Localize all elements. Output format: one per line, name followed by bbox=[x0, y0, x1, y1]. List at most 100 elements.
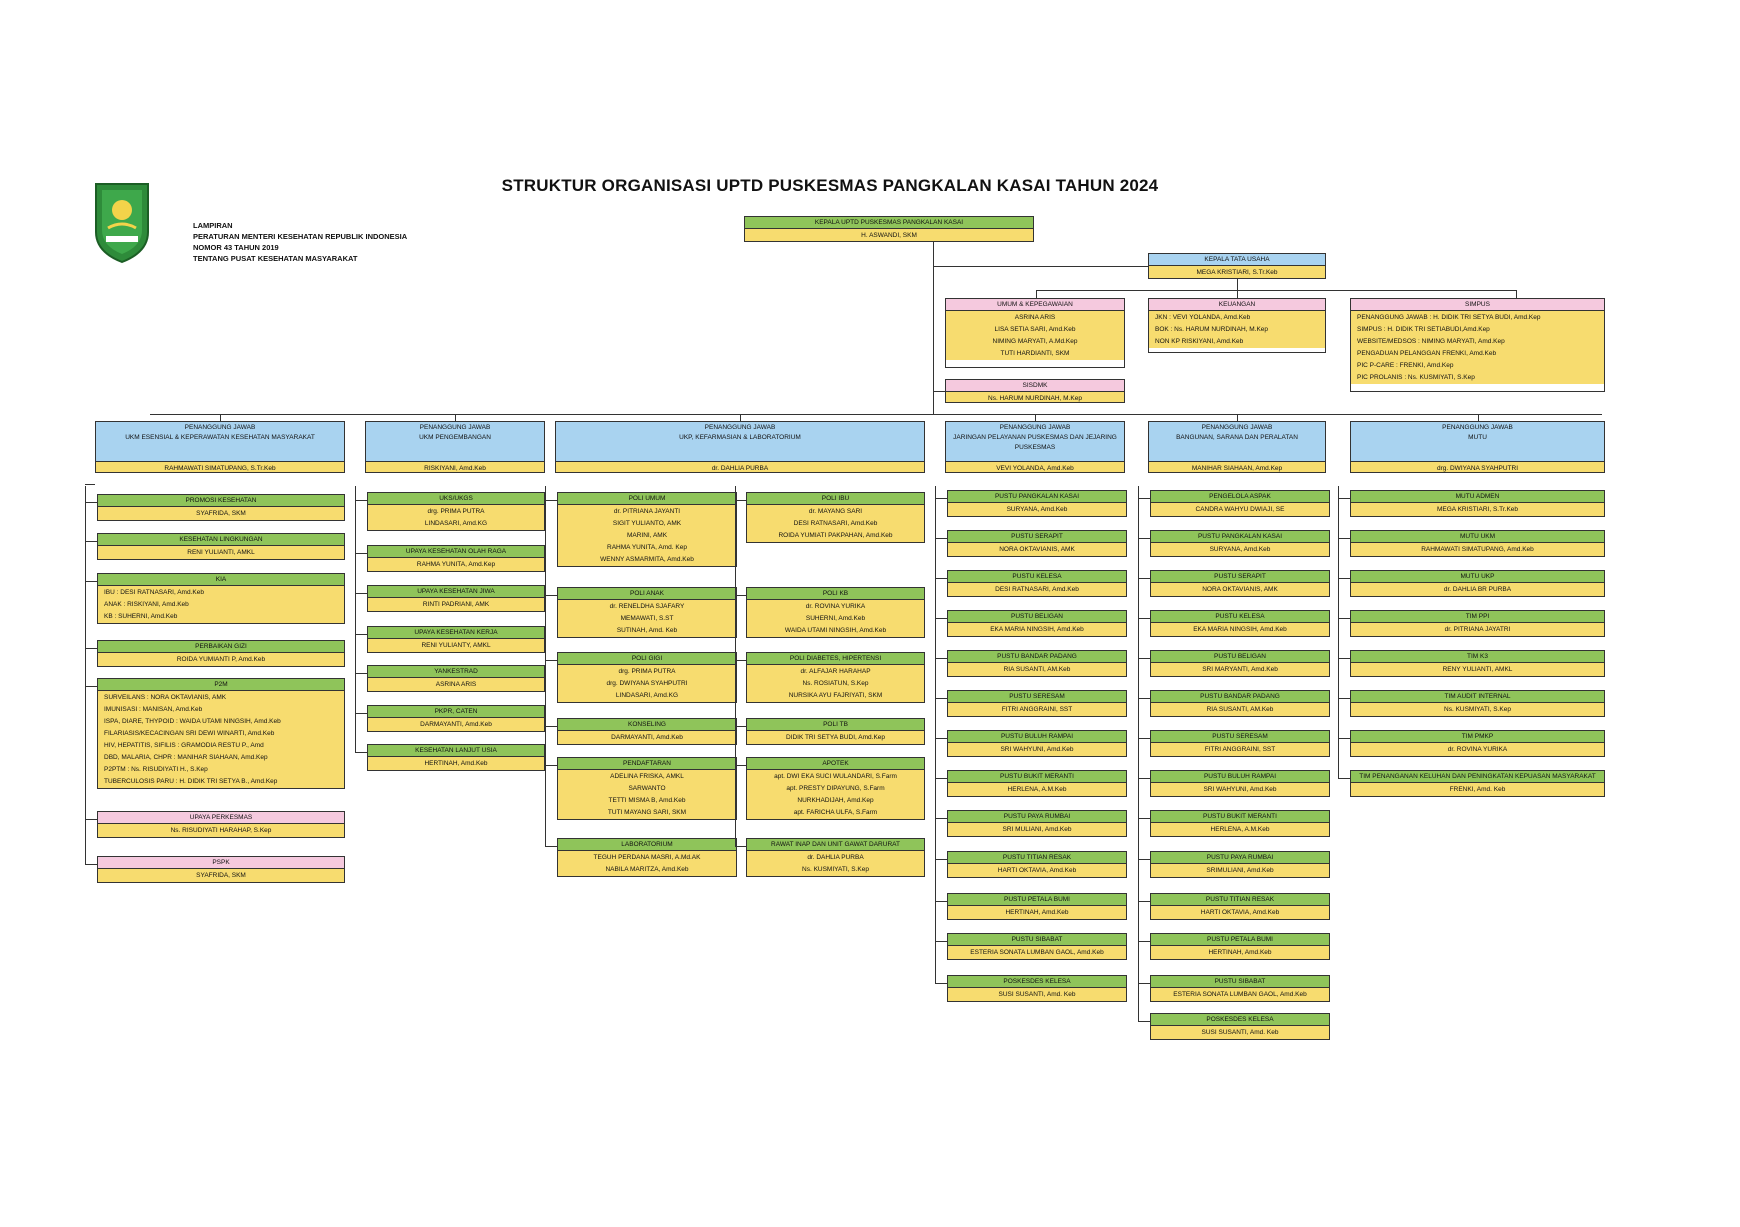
connector-line bbox=[935, 738, 947, 739]
unit-member: drg. PRIMA PUTRA bbox=[427, 508, 485, 515]
connector-line bbox=[935, 538, 947, 539]
unit-header: POLI GIGI bbox=[558, 653, 736, 665]
connector-line bbox=[935, 778, 947, 779]
unit-member: SRI WAHYUNI, Amd.Keb bbox=[1203, 786, 1277, 793]
keuangan-line: BOK : Ns. HARUM NURDINAH, M.Kep bbox=[1155, 326, 1269, 333]
unit-header: PUSTU BELIGAN bbox=[1151, 651, 1329, 663]
unit-member: RENI YULIANTY, AMKL bbox=[421, 642, 491, 649]
unit-member: SRI MARYANTI, Amd.Keb bbox=[1202, 666, 1278, 673]
unit-header: PUSTU SIBABAT bbox=[948, 934, 1126, 946]
unit-body: HERLENA, A.M.Keb bbox=[948, 783, 1126, 796]
unit-body: SYAFRIDA, SKM bbox=[98, 507, 344, 520]
lampiran-block: LAMPIRAN PERATURAN MENTERI KESEHATAN REP… bbox=[193, 220, 407, 264]
page-title: STRUKTUR ORGANISASI UPTD PUSKESMAS PANGK… bbox=[501, 176, 1159, 195]
connector-line bbox=[545, 765, 557, 766]
connector-line bbox=[545, 726, 557, 727]
unit-body: RENY YULIANTI, AMKL bbox=[1351, 663, 1604, 676]
simpus-line: SIMPUS : H. DIDIK TRI SETIABUDI,Amd.Kep bbox=[1357, 326, 1490, 333]
unit-member: DIDIK TRI SETYA BUDI, Amd.Kep bbox=[785, 734, 886, 741]
unit-member: ASRINA ARIS bbox=[435, 681, 477, 688]
unit-member: EKA MARIA NINGSIH, Amd.Keb bbox=[1193, 626, 1287, 633]
connector-line bbox=[935, 818, 947, 819]
connector-line bbox=[740, 414, 741, 421]
unit-member: apt. DWI EKA SUCI WULANDARI, S.Farm bbox=[774, 773, 897, 780]
unit-header: P2M bbox=[98, 679, 344, 691]
connector-line bbox=[935, 578, 947, 579]
pj-header: PENANGGUNG JAWAB UKP, KEFARMASIAN & LABOR… bbox=[556, 422, 924, 461]
connector-line bbox=[1477, 414, 1479, 421]
unit-member: TUBERCULOSIS PARU : H. DIDIK TRI SETYA B… bbox=[104, 778, 278, 785]
unit-member: dr. RENELDHA SJAFARY bbox=[609, 603, 685, 610]
unit-member: dr. PITRIANA JAYATRI bbox=[1444, 626, 1511, 633]
connector-line bbox=[1237, 279, 1238, 298]
unit-header: UPAYA KESEHATAN OLAH RAGA bbox=[368, 546, 544, 558]
unit-body: CANDRA WAHYU DWIAJI, SE bbox=[1151, 503, 1329, 516]
connector-line bbox=[935, 618, 947, 619]
unit-body: Ns. KUSMIYATI, S.Kep bbox=[1351, 703, 1604, 716]
connector-line bbox=[1138, 901, 1150, 902]
connector-line bbox=[85, 486, 86, 865]
unit-header: MUTU UKM bbox=[1351, 531, 1604, 543]
connector-line bbox=[1138, 578, 1150, 579]
connector-line bbox=[933, 266, 1148, 267]
pj-title: PENANGGUNG JAWAB bbox=[999, 424, 1071, 431]
unit-body: SYAFRIDA, SKM bbox=[98, 869, 344, 882]
connector-line bbox=[1138, 618, 1150, 619]
pj-subtitle: UKP, KEFARMASIAN & LABORATORIUM bbox=[679, 434, 801, 441]
pj-name: dr. DAHLIA PURBA bbox=[556, 461, 924, 472]
unit-header: TIM AUDIT INTERNAL bbox=[1351, 691, 1604, 703]
connector-line bbox=[933, 391, 945, 392]
sisdmk-name: Ns. HARUM NURDINAH, M.Kep bbox=[946, 392, 1124, 402]
unit-member: EKA MARIA NINGSIH, Amd.Keb bbox=[990, 626, 1084, 633]
connector-line bbox=[935, 859, 947, 860]
unit-member: apt. FARICHA ULFA, S.Farm bbox=[793, 809, 878, 816]
connector-line bbox=[355, 593, 367, 594]
connector-line bbox=[1138, 818, 1150, 819]
unit-header: POLI IBU bbox=[747, 493, 924, 505]
connector-line bbox=[1138, 698, 1150, 699]
unit-header: MUTU UKP bbox=[1351, 571, 1604, 583]
unit-body: SURYANA, Amd.Keb bbox=[1151, 543, 1329, 556]
pj-title: PENANGGUNG JAWAB bbox=[704, 424, 776, 431]
unit-body: HERTINAH, Amd.Keb bbox=[368, 757, 544, 770]
connector-line bbox=[1036, 290, 1037, 298]
connector-line bbox=[85, 686, 97, 687]
connector-line bbox=[935, 983, 947, 984]
unit-member: WAIDA UTAMI NINGSIH, Amd.Keb bbox=[784, 627, 887, 634]
unit-header: LABORATORIUM bbox=[558, 839, 736, 851]
connector-line bbox=[220, 414, 221, 421]
connector-line bbox=[545, 486, 546, 847]
connector-line bbox=[935, 901, 947, 902]
connector-line bbox=[1338, 498, 1350, 499]
connector-line bbox=[1138, 538, 1150, 539]
pj-subtitle: JARINGAN PELAYANAN PUSKESMAS DAN JEJARIN… bbox=[953, 434, 1117, 451]
unit-member: RENI YULIANTI, AMKL bbox=[187, 549, 255, 556]
unit-body: SRI WAHYUNI, Amd.Keb bbox=[1151, 783, 1329, 796]
unit-body: HERTINAH, Amd.Keb bbox=[948, 906, 1126, 919]
unit-member: P2PTM : Ns. RISUDIYATI H., S.Kep bbox=[104, 766, 208, 773]
unit-header: PUSTU SIBABAT bbox=[1151, 976, 1329, 988]
unit-member: SRIMULIANI, Amd.Keb bbox=[1206, 867, 1274, 874]
lampiran-line: PERATURAN MENTERI KESEHATAN REPUBLIK IND… bbox=[193, 232, 408, 241]
lampiran-line: TENTANG PUSAT KESEHATAN MASYARAKAT bbox=[193, 254, 358, 263]
unit-header: KESEHATAN LINGKUNGAN bbox=[98, 534, 344, 546]
unit-header: MUTU ADMEN bbox=[1351, 491, 1604, 503]
unit-box: PUSTU BELIGAN SRI MARYANTI, Amd.Keb bbox=[1150, 650, 1330, 677]
unit-header: PUSTU SERAPIT bbox=[1151, 571, 1329, 583]
kepala-header: KEPALA UPTD PUSKESMAS PANGKALAN KASAI bbox=[745, 217, 1033, 229]
